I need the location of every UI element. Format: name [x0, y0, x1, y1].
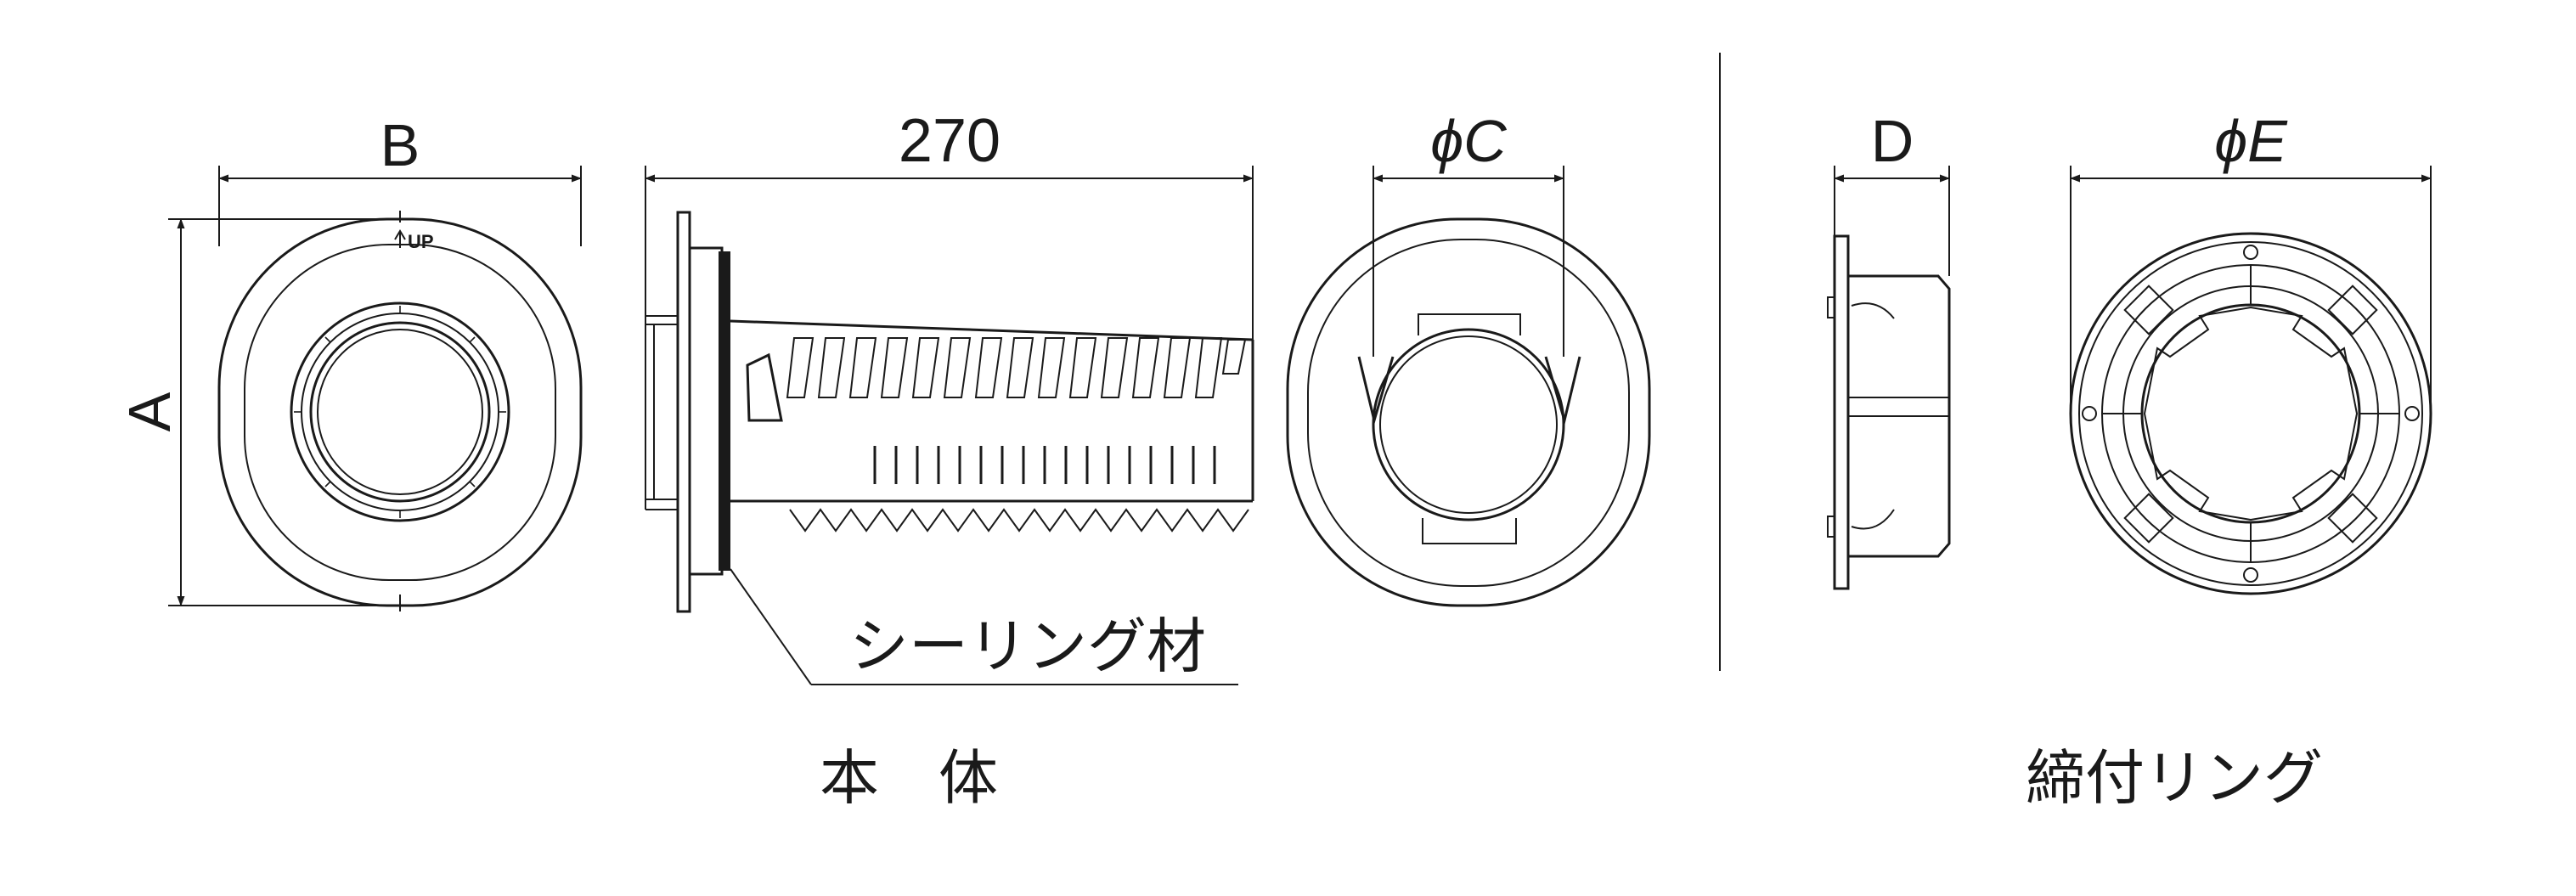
sealing-label: シーリング材: [849, 611, 1206, 681]
front-view: UP: [217, 211, 583, 611]
caption-tightening-ring: 締付リング: [2026, 743, 2323, 813]
up-mark: UP: [408, 231, 434, 252]
dim-d-label: D: [1871, 108, 1914, 174]
dim-c-label: ϕC: [1430, 108, 1507, 174]
side-view: [645, 211, 1254, 613]
dim-e-label: ϕE: [2214, 108, 2288, 174]
sealing-leader: シーリング材: [730, 568, 1238, 685]
dim-b-label: B: [380, 112, 420, 178]
dimension-d: D: [1834, 108, 1950, 276]
middle-slots: [873, 446, 1216, 484]
ring-front-view: [2069, 232, 2432, 595]
dimension-b: B: [218, 112, 582, 246]
dim-a-label: A: [116, 392, 183, 431]
dimension-e: ϕE: [2070, 108, 2432, 414]
dimension-a: A: [116, 218, 408, 606]
lower-serration: [789, 508, 1249, 533]
dim-length-label: 270: [899, 107, 1001, 175]
caption-main-body: 本 体: [820, 743, 998, 813]
dimension-length: 270: [645, 107, 1254, 340]
upper-ribs: [786, 337, 1247, 398]
back-view: [1286, 217, 1651, 607]
ring-side-view: [1827, 234, 1951, 590]
dimension-c: ϕC: [1373, 108, 1564, 357]
